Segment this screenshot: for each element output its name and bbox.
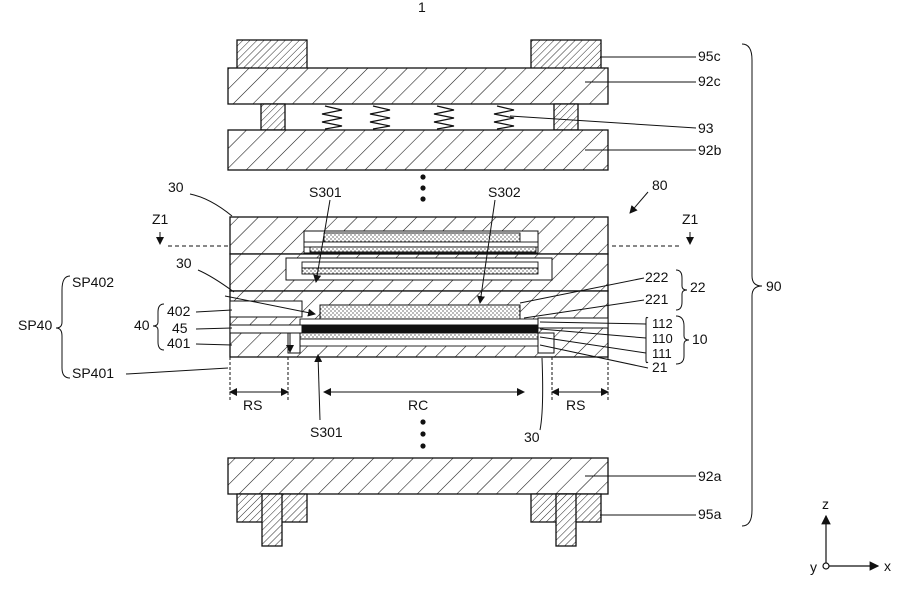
- axis-arrows-icon: z x y: [810, 496, 891, 575]
- label-sp402: SP402: [72, 274, 114, 290]
- svg-text:Z1: Z1: [682, 211, 699, 227]
- label-sp401: SP401: [72, 365, 114, 381]
- brace-90: [742, 44, 762, 526]
- continuation-dots-top: [420, 174, 425, 201]
- label-s301-bottom: S301: [310, 424, 343, 440]
- svg-text:x: x: [884, 558, 891, 574]
- arrow-s301-bottom: [318, 355, 320, 420]
- label-22: 22: [690, 279, 706, 295]
- label-93: 93: [698, 120, 714, 136]
- label-s301-top: S301: [309, 184, 342, 200]
- dimension-rs-right: RS: [552, 357, 608, 413]
- label-40: 40: [134, 317, 150, 333]
- svg-text:RS: RS: [243, 397, 262, 413]
- label-10: 10: [692, 331, 708, 347]
- label-110: 110: [652, 331, 673, 346]
- label-80: 80: [652, 177, 668, 193]
- plate-92a: [228, 458, 608, 494]
- clamp-bolt-95a-left: [262, 494, 282, 546]
- label-112: 112: [652, 316, 673, 331]
- dimension-rs-left: RS: [230, 357, 288, 413]
- label-45: 45: [172, 320, 188, 336]
- continuation-dots-bottom: [420, 419, 425, 448]
- label-95c: 95c: [698, 48, 721, 64]
- label-30-mid: 30: [176, 255, 192, 271]
- arrow-80: [630, 192, 648, 213]
- svg-text:z: z: [822, 496, 829, 512]
- svg-text:RC: RC: [408, 397, 428, 413]
- spring-group-93: [322, 106, 514, 129]
- label-30-top: 30: [168, 179, 184, 195]
- svg-text:Z1: Z1: [152, 211, 169, 227]
- label-sp40: SP40: [18, 317, 52, 333]
- dimension-rc: RC: [324, 392, 524, 413]
- section-marker-z1-left: Z1: [152, 211, 228, 246]
- label-s302: S302: [488, 184, 521, 200]
- clamp-block-95c-right: [531, 40, 601, 69]
- label-95a: 95a: [698, 506, 722, 522]
- label-90: 90: [766, 278, 782, 294]
- cell-stack-80: [230, 217, 608, 357]
- label-92b: 92b: [698, 142, 722, 158]
- label-222: 222: [645, 269, 669, 285]
- label-92a: 92a: [698, 468, 722, 484]
- label-402: 402: [167, 303, 191, 319]
- spacer-right: [554, 104, 578, 130]
- figure-number: 1: [418, 0, 426, 15]
- spacer-left: [261, 104, 285, 130]
- section-marker-z1-right: Z1: [612, 211, 699, 246]
- svg-text:y: y: [810, 559, 817, 575]
- clamp-bolt-95a-right: [556, 494, 576, 546]
- label-221: 221: [645, 291, 669, 307]
- label-21: 21: [652, 359, 668, 375]
- label-30-bottom: 30: [524, 429, 540, 445]
- svg-text:RS: RS: [566, 397, 585, 413]
- label-401: 401: [167, 335, 191, 351]
- plate-92c: [228, 68, 608, 104]
- clamp-block-95c-left: [237, 40, 307, 69]
- plate-92b: [228, 130, 608, 170]
- label-92c: 92c: [698, 73, 721, 89]
